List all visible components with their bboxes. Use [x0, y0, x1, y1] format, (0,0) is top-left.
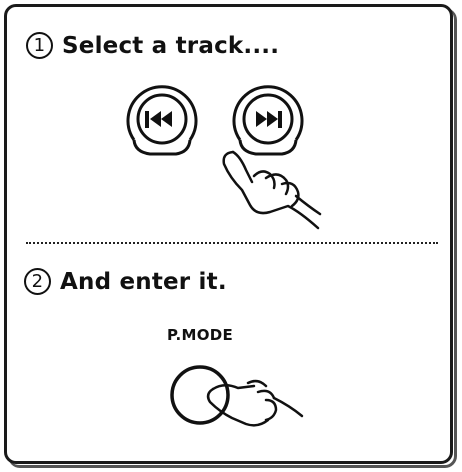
pointing-hand-icon-2: [208, 381, 302, 425]
next-track-button[interactable]: [234, 87, 302, 154]
p-mode-label: P.MODE: [150, 326, 250, 344]
step-2-number: 2: [24, 268, 51, 295]
step-2-heading: 2 And enter it.: [24, 268, 227, 295]
next-icon: [256, 111, 282, 128]
previous-track-button[interactable]: [128, 87, 196, 154]
section-divider: [26, 242, 438, 244]
previous-icon: [145, 111, 172, 128]
pointing-hand-icon: [224, 152, 320, 228]
step-2-title: And enter it.: [60, 269, 227, 295]
p-mode-button[interactable]: [172, 367, 228, 423]
